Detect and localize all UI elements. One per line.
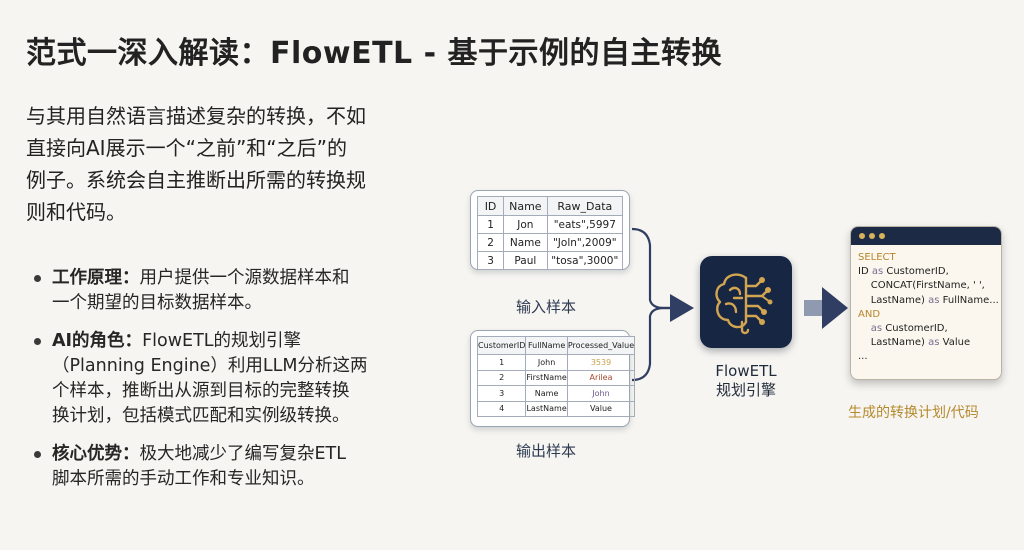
intro-line: 与其用自然语言描述复杂的转换，不如 bbox=[26, 104, 366, 128]
output-sample-caption: 输出样本 bbox=[516, 442, 577, 460]
intro-line: 直接向AI展示一个“之前”和“之后”的 bbox=[26, 136, 348, 160]
input-sample-caption: 输入样本 bbox=[516, 298, 577, 316]
bullet-text: FlowETL的规划引擎 bbox=[142, 331, 302, 351]
window-dot-icon bbox=[859, 233, 865, 239]
bullet-text: 换计划，包括模式匹配和实例级转换。 bbox=[52, 406, 350, 426]
table-cell: Paul bbox=[503, 251, 548, 270]
code-line: ID as CustomerID, bbox=[858, 266, 949, 278]
column-header: Raw_Data bbox=[546, 196, 624, 216]
engine-subtitle: 规划引擎 bbox=[715, 381, 776, 399]
bullet-text: 用户提供一个源数据样本和 bbox=[139, 268, 350, 288]
brain-circuit-icon bbox=[715, 273, 773, 335]
bullet-text: 脚本所需的手动工作和专业知识。 bbox=[52, 469, 315, 489]
bullet-heading: AI的角色： bbox=[52, 331, 143, 351]
output-sample-card: CustomerID FullName Processed_Value 1 Jo… bbox=[470, 330, 636, 427]
arrow-to-engine-icon bbox=[670, 294, 694, 322]
table-cell: 3 bbox=[476, 385, 527, 402]
bullet-dot bbox=[34, 275, 41, 282]
table-row: 1 Jon "eats",5997 bbox=[476, 215, 624, 234]
table-row: 2 FirstName Arilea bbox=[476, 369, 636, 386]
planning-engine-tile bbox=[700, 256, 792, 348]
input-sample-table: ID Name Raw_Data 1 Jon "eats",5997 2 Nam… bbox=[476, 196, 624, 270]
table-row: 3 Name John bbox=[476, 385, 636, 402]
table-cell: 4 bbox=[476, 400, 527, 417]
table-cell: Arilea bbox=[566, 369, 636, 386]
code-line: LastName) as Value bbox=[858, 337, 971, 349]
table-cell: Jon bbox=[503, 215, 548, 234]
arrow-to-code-icon bbox=[804, 287, 848, 329]
bullet-dot bbox=[34, 338, 41, 345]
code-line: as CustomerID, bbox=[870, 323, 948, 335]
table-cell: 3 bbox=[476, 251, 505, 270]
bullet-how-it-works: 工作原理：用户提供一个源数据样本和 一个期望的目标数据样本。 bbox=[30, 266, 430, 316]
code-caption: 生成的转换计划/代码 bbox=[848, 405, 979, 421]
intro-line: 例子。系统会自主推断出所需的转换规 bbox=[26, 168, 366, 192]
column-header: Name bbox=[503, 196, 548, 216]
generated-code-window: SELECT ID as CustomerID, CONCAT(FirstName… bbox=[850, 226, 1002, 380]
table-cell: "eats",5997 bbox=[546, 215, 624, 234]
table-cell: LastName bbox=[525, 400, 568, 417]
bullet-list: 工作原理：用户提供一个源数据样本和 一个期望的目标数据样本。 AI的角色：Flo… bbox=[30, 266, 430, 505]
bullet-text: 一个期望的目标数据样本。 bbox=[52, 293, 262, 313]
table-cell: 2 bbox=[476, 369, 527, 386]
code-window-titlebar bbox=[851, 227, 1001, 245]
table-header-row: ID Name Raw_Data bbox=[476, 196, 624, 216]
code-line: LastName) as FullName... bbox=[858, 294, 999, 306]
table-header-row: CustomerID FullName Processed_Value bbox=[476, 336, 636, 355]
column-header: CustomerID bbox=[476, 336, 527, 355]
table-cell: John bbox=[566, 385, 636, 402]
table-row: 1 John 3539 bbox=[476, 354, 636, 371]
table-row: 3 Paul "tosa",3000" bbox=[476, 251, 624, 270]
column-header: ID bbox=[476, 196, 505, 216]
output-sample-table: CustomerID FullName Processed_Value 1 Jo… bbox=[476, 336, 636, 417]
bullet-text: 极大地减少了编写复杂ETL bbox=[139, 444, 347, 464]
output-connector bbox=[631, 306, 672, 382]
input-sample-card: ID Name Raw_Data 1 Jon "eats",5997 2 Nam… bbox=[470, 190, 630, 270]
table-cell: Name bbox=[525, 385, 568, 402]
code-line: AND bbox=[858, 308, 881, 320]
bullet-ai-role: AI的角色：FlowETL的规划引擎 （Planning Engine）利用LL… bbox=[30, 329, 430, 429]
window-dot-icon bbox=[869, 233, 875, 239]
column-header: FullName bbox=[525, 336, 568, 355]
bullet-text: 个样本，推断出从源到目标的完整转换 bbox=[52, 381, 350, 401]
bullet-dot bbox=[34, 451, 41, 458]
table-row: 2 Name "Joln",2009" bbox=[476, 233, 624, 252]
table-cell: "tosa",3000" bbox=[546, 251, 624, 270]
code-line: SELECT bbox=[858, 252, 896, 263]
table-cell: John bbox=[525, 354, 568, 371]
table-cell: 1 bbox=[476, 215, 505, 234]
table-cell: Name bbox=[503, 233, 548, 252]
table-row: 4 LastName Value bbox=[476, 400, 636, 417]
column-header: Processed_Value bbox=[566, 336, 636, 355]
intro-paragraph: 与其用自然语言描述复杂的转换，不如 直接向AI展示一个“之前”和“之后”的 例子… bbox=[26, 100, 446, 228]
window-dot-icon bbox=[879, 233, 885, 239]
table-cell: 2 bbox=[476, 233, 505, 252]
engine-label: FlowETL 规划引擎 bbox=[686, 362, 806, 400]
intro-line: 则和代码。 bbox=[26, 200, 126, 224]
bullet-heading: 工作原理： bbox=[52, 268, 140, 288]
code-line: ... bbox=[858, 351, 868, 363]
bullet-core-advantage: 核心优势：极大地减少了编写复杂ETL 脚本所需的手动工作和专业知识。 bbox=[30, 442, 430, 492]
table-cell: FirstName bbox=[525, 369, 568, 386]
table-cell: 1 bbox=[476, 354, 527, 371]
input-connector bbox=[631, 227, 672, 310]
slide-title: 范式一深入解读：FlowETL - 基于示例的自主转换 bbox=[26, 36, 723, 71]
table-cell: Value bbox=[566, 400, 636, 417]
table-cell: 3539 bbox=[566, 354, 636, 371]
code-block: SELECT ID as CustomerID, CONCAT(FirstName… bbox=[851, 245, 1001, 365]
code-line: CONCAT(FirstName, ' ', bbox=[858, 280, 985, 292]
engine-name: FlowETL bbox=[715, 362, 777, 380]
table-cell: "Joln",2009" bbox=[546, 233, 624, 252]
bullet-text: （Planning Engine）利用LLM分析这两 bbox=[52, 356, 368, 376]
bullet-heading: 核心优势： bbox=[52, 444, 140, 464]
